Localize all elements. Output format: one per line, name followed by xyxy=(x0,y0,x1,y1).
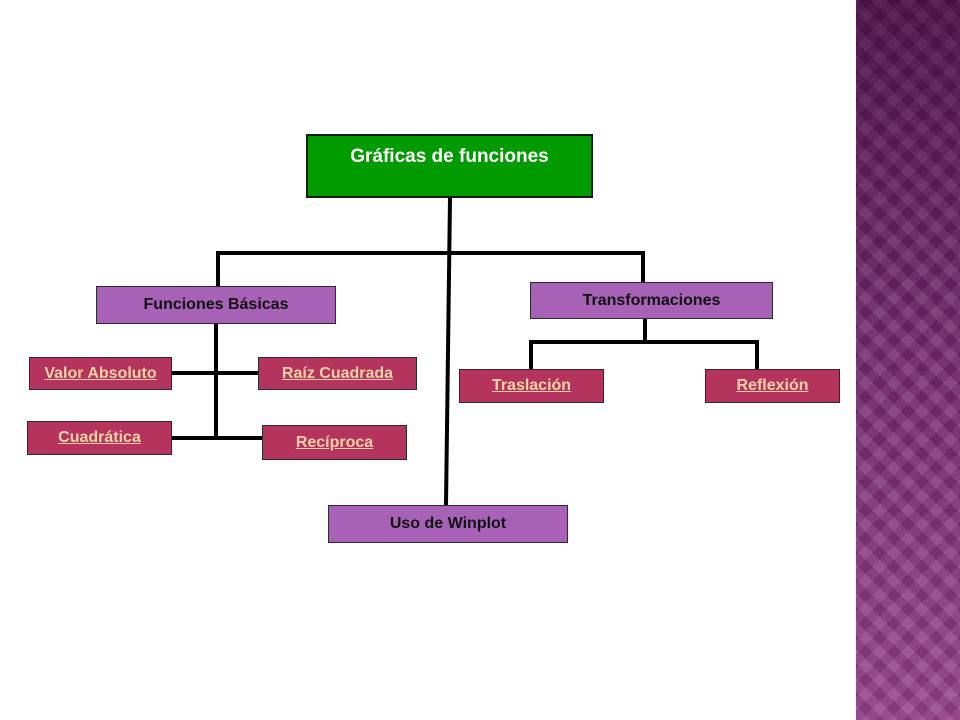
connector-lines xyxy=(170,195,759,508)
link-reflexion-label: Reflexión xyxy=(736,377,809,394)
link-cuadratica-label: Cuadrática xyxy=(58,429,141,446)
node-transformaciones: Transformaciones xyxy=(530,282,773,319)
link-valor-absoluto-label: Valor Absoluto xyxy=(44,364,157,382)
root-node-label: Gráficas de funciones xyxy=(350,146,549,167)
link-valor-absoluto[interactable]: Valor Absoluto xyxy=(29,357,172,390)
decorative-side-panel xyxy=(856,0,960,720)
node-uso-de-winplot-label: Uso de Winplot xyxy=(389,515,507,532)
link-reciproca-label: Recíproca xyxy=(295,433,374,451)
node-funciones-basicas: Funciones Básicas xyxy=(96,286,336,324)
connector-root-to-winplot xyxy=(443,195,453,508)
link-reciproca[interactable]: Recíproca xyxy=(262,425,407,460)
link-raiz-cuadrada-label: Raíz Cuadrada xyxy=(281,364,394,382)
node-transformaciones-label: Transformaciones xyxy=(582,291,721,309)
root-node-graficas: Gráficas de funciones xyxy=(306,134,593,198)
link-raiz-cuadrada[interactable]: Raíz Cuadrada xyxy=(258,357,417,390)
link-traslacion[interactable]: Traslación xyxy=(459,369,604,403)
node-uso-de-winplot: Uso de Winplot xyxy=(328,505,568,543)
link-reflexion[interactable]: Reflexión xyxy=(705,369,840,403)
node-funciones-basicas-label: Funciones Básicas xyxy=(143,296,289,313)
link-cuadratica[interactable]: Cuadrática xyxy=(27,421,172,455)
link-traslacion-label: Traslación xyxy=(491,377,572,394)
